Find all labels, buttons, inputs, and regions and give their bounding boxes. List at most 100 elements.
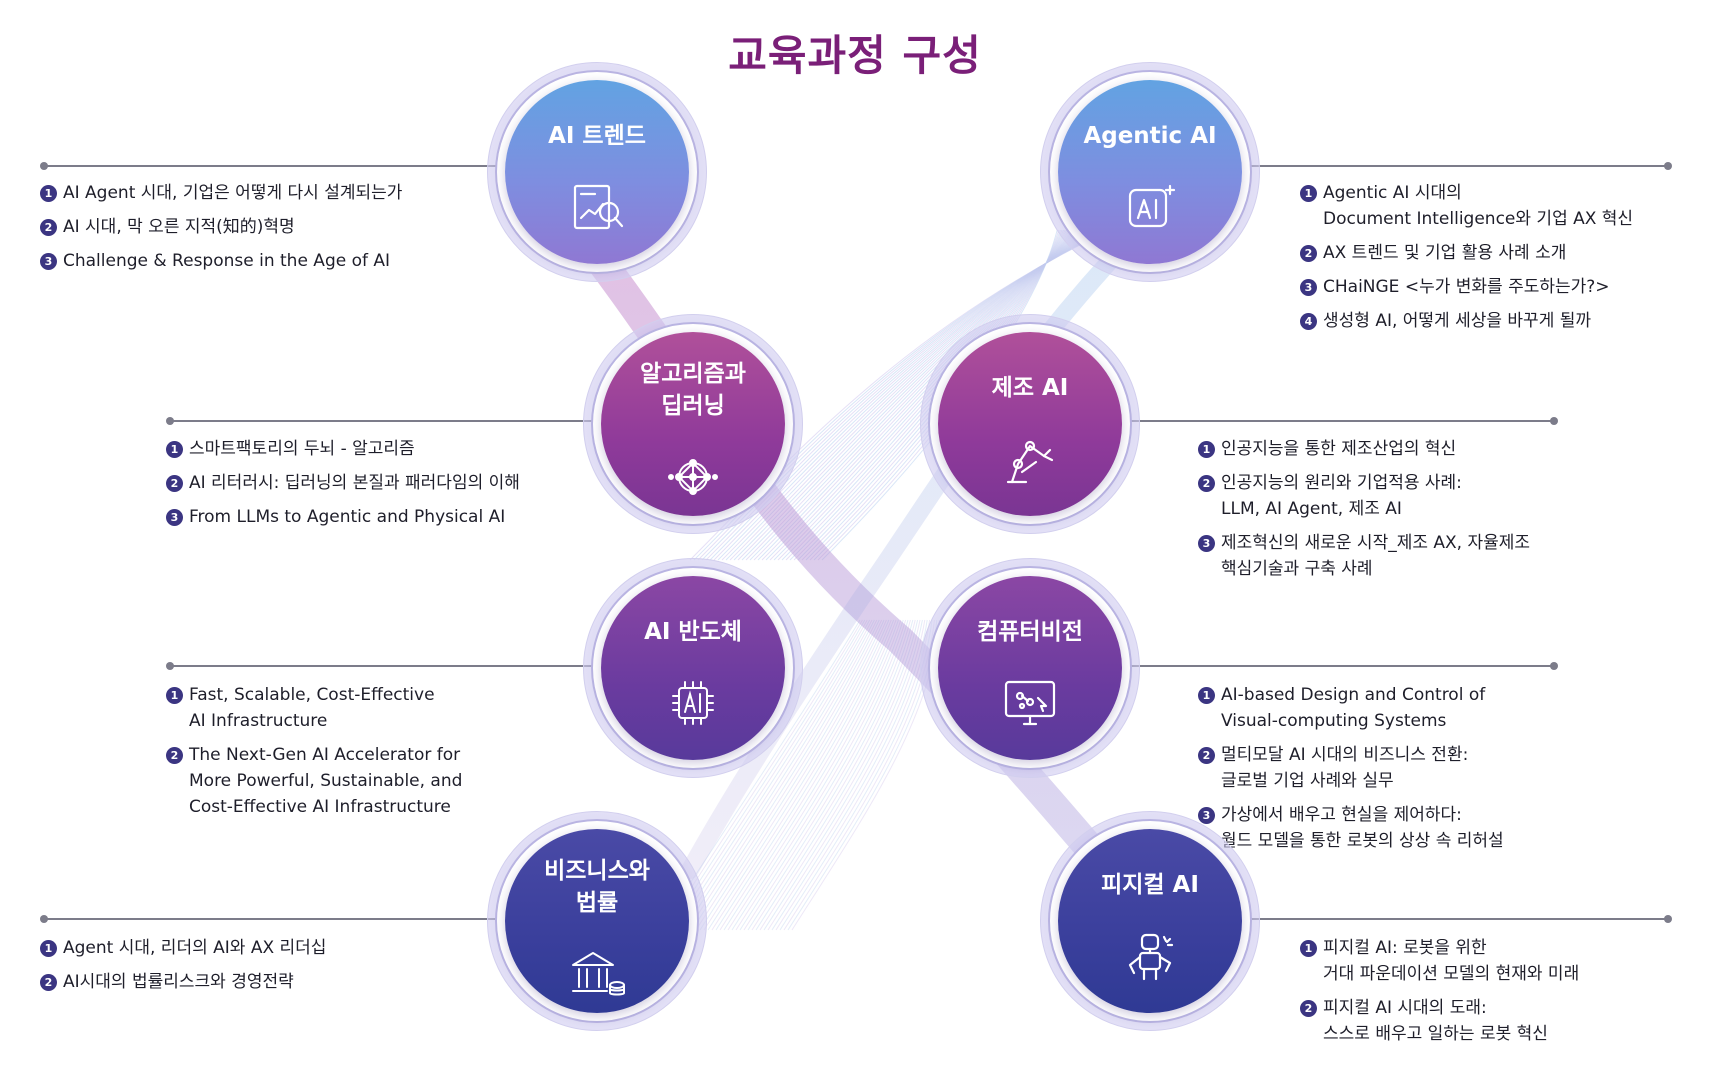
node-agentic-ai: Agentic AI xyxy=(1040,62,1260,282)
number-badge: 1 xyxy=(1300,185,1317,202)
node-computer-vision: 컴퓨터비전 xyxy=(920,558,1140,778)
list-manufacturing-ai: 1 인공지능을 통한 제조산업의 혁신 2 인공지능의 원리와 기업적용 사례: LL… xyxy=(1198,436,1678,590)
node-label: 컴퓨터비전 xyxy=(977,619,1083,645)
list-item-text: The Next-Gen AI Accelerator for More Pow… xyxy=(189,745,463,817)
list-item: 3 Challenge & Response in the Age of AI xyxy=(40,248,500,274)
number-badge: 1 xyxy=(1198,441,1215,458)
node-algorithm: 알고리즘과 딥러닝 xyxy=(583,314,803,534)
list-item: 2 AI 리터러시: 딥러닝의 본질과 패러다임의 이해 xyxy=(166,470,596,496)
number-badge: 1 xyxy=(40,185,57,202)
list-item-text: Agentic AI 시대의 Document Intelligence와 기업… xyxy=(1323,183,1634,229)
list-item-text: From LLMs to Agentic and Physical AI xyxy=(189,507,506,527)
list-item: 3 From LLMs to Agentic and Physical AI xyxy=(166,504,596,530)
list-item: 1 인공지능을 통한 제조산업의 혁신 xyxy=(1198,436,1678,462)
number-badge: 2 xyxy=(1198,747,1215,764)
node-label: AI 반도체 xyxy=(644,619,742,645)
node-core xyxy=(938,332,1122,516)
robot-arm-icon xyxy=(1006,440,1054,484)
node-manufacturing-ai: 제조 AI xyxy=(920,314,1140,534)
list-item: 1 AI Agent 시대, 기업은 어떻게 다시 설계되는가 xyxy=(40,180,500,206)
node-label: 알고리즘과 딥러닝 xyxy=(640,361,746,419)
connector-line-algorithm xyxy=(166,417,600,425)
number-badge: 4 xyxy=(1300,313,1317,330)
node-label: 피지컬 AI xyxy=(1101,872,1199,898)
list-item-text: 인공지능을 통한 제조산업의 혁신 xyxy=(1221,439,1457,459)
number-badge: 3 xyxy=(1198,807,1215,824)
node-core xyxy=(505,829,689,1013)
connector-line-manufacturing-ai xyxy=(1120,417,1558,425)
list-item-text: 가상에서 배우고 현실을 제어하다: 월드 모델을 통한 로봇의 상상 속 리허… xyxy=(1221,805,1504,851)
connector-line-ai-trend xyxy=(40,162,514,170)
number-badge: 1 xyxy=(166,687,183,704)
list-item-text: CHaiNGE <누가 변화를 주도하는가?> xyxy=(1323,277,1610,297)
node-core xyxy=(601,576,785,760)
list-item-text: 제조혁신의 새로운 시작_제조 AX, 자율제조 핵심기술과 구축 사례 xyxy=(1221,533,1531,579)
node-label: Agentic AI xyxy=(1083,123,1217,149)
list-item-text: AI 리터러시: 딥러닝의 본질과 패러다임의 이해 xyxy=(189,473,520,493)
list-item-text: Fast, Scalable, Cost-Effective AI Infras… xyxy=(189,685,435,731)
list-item: 2 인공지능의 원리와 기업적용 사례: LLM, AI Agent, 제조 AI xyxy=(1198,470,1678,522)
list-item: 2 멀티모달 AI 시대의 비즈니스 전환: 글로벌 기업 사례와 실무 xyxy=(1198,742,1688,794)
node-core xyxy=(1058,80,1242,264)
node-label: AI 트렌드 xyxy=(548,123,646,149)
number-badge: 2 xyxy=(40,219,57,236)
courthouse-coins-icon xyxy=(572,952,625,996)
list-item-text: Challenge & Response in the Age of AI xyxy=(63,251,391,271)
list-item: 3 제조혁신의 새로운 시작_제조 AX, 자율제조 핵심기술과 구축 사례 xyxy=(1198,530,1678,582)
list-item: 1 Agentic AI 시대의 Document Intelligence와 기… xyxy=(1300,180,1680,232)
list-item: 1 Fast, Scalable, Cost-Effective AI Infra… xyxy=(166,682,596,734)
ai-sparkle-icon xyxy=(1128,184,1176,228)
list-item-text: AI Agent 시대, 기업은 어떻게 다시 설계되는가 xyxy=(63,183,403,203)
page-title: 교육과정 구성 xyxy=(728,31,982,80)
number-badge: 1 xyxy=(1300,940,1317,957)
number-badge: 2 xyxy=(1300,1000,1317,1017)
monitor-vision-icon xyxy=(1004,680,1056,726)
list-ai-trend: 1 AI Agent 시대, 기업은 어떻게 다시 설계되는가 2 AI 시대, 막 … xyxy=(40,180,500,282)
number-badge: 2 xyxy=(166,475,183,492)
list-item-text: AI 시대, 막 오른 지적(知的)혁명 xyxy=(63,217,295,237)
number-badge: 3 xyxy=(166,509,183,526)
number-badge: 2 xyxy=(40,974,57,991)
list-item: 4 생성형 AI, 어떻게 세상을 바꾸게 될까 xyxy=(1300,308,1680,334)
document-analysis-icon xyxy=(573,184,624,230)
number-badge: 2 xyxy=(1300,245,1317,262)
connector-line-agentic-ai xyxy=(1240,162,1672,170)
list-computer-vision: 1 AI-based Design and Control of Visual-c… xyxy=(1198,682,1688,862)
node-label: 제조 AI xyxy=(991,375,1069,401)
node-physical-ai: 피지컬 AI xyxy=(1040,811,1260,1031)
list-item: 2 AX 트렌드 및 기업 활용 사례 소개 xyxy=(1300,240,1680,266)
list-item: 2 AI 시대, 막 오른 지적(知的)혁명 xyxy=(40,214,500,240)
list-item-text: 인공지능의 원리와 기업적용 사례: LLM, AI Agent, 제조 AI xyxy=(1221,473,1462,519)
node-ai-semiconductor: AI 반도체 xyxy=(583,558,803,778)
list-item-text: AX 트렌드 및 기업 활용 사례 소개 xyxy=(1323,243,1567,263)
node-label: 비즈니스와 법률 xyxy=(544,858,650,916)
node-core xyxy=(938,576,1122,760)
list-item: 1 AI-based Design and Control of Visual-c… xyxy=(1198,682,1688,734)
list-item-text: 생성형 AI, 어떻게 세상을 바꾸게 될까 xyxy=(1323,311,1592,331)
number-badge: 2 xyxy=(1198,475,1215,492)
list-item-text: AI-based Design and Control of Visual-co… xyxy=(1221,685,1486,731)
number-badge: 3 xyxy=(1198,535,1215,552)
number-badge: 1 xyxy=(1198,687,1215,704)
node-business-law: 비즈니스와 법률 xyxy=(487,811,707,1031)
number-badge: 3 xyxy=(40,253,57,270)
connector-line-physical-ai xyxy=(1240,915,1672,923)
node-core xyxy=(505,80,689,264)
humanoid-robot-icon xyxy=(1128,933,1174,981)
neural-network-icon xyxy=(668,459,718,495)
connector-line-ai-semiconductor xyxy=(166,662,600,670)
list-item-text: 멀티모달 AI 시대의 비즈니스 전환: 글로벌 기업 사례와 실무 xyxy=(1221,745,1469,791)
number-badge: 1 xyxy=(166,441,183,458)
node-ai-trend: AI 트렌드 xyxy=(487,62,707,282)
node-core xyxy=(1058,829,1242,1013)
